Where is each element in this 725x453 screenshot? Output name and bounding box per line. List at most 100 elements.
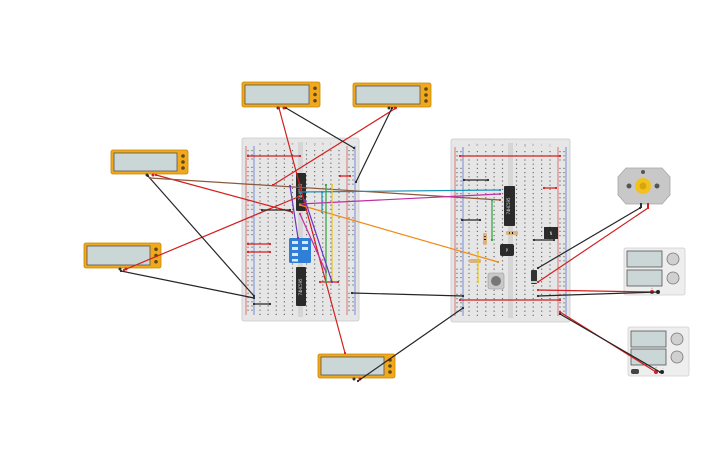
wire-purple[interactable] <box>289 185 299 239</box>
wire-endpoint[interactable] <box>458 154 462 158</box>
wire-endpoint[interactable] <box>252 296 256 300</box>
wire-endpoint[interactable] <box>298 154 302 158</box>
wire-endpoint[interactable] <box>462 178 466 182</box>
wire-endpoint[interactable] <box>390 106 394 110</box>
wire-endpoint[interactable] <box>268 242 272 246</box>
wire-magenta[interactable] <box>299 213 327 273</box>
wire-endpoint[interactable] <box>324 183 328 187</box>
wire-orange[interactable] <box>299 204 499 263</box>
wire-endpoint[interactable] <box>532 238 536 242</box>
wire-endpoint[interactable] <box>324 280 328 284</box>
wire-endpoint[interactable] <box>246 154 250 158</box>
wire-endpoint[interactable] <box>284 106 288 110</box>
wire-endpoint[interactable] <box>496 260 500 264</box>
dc-motor-icon[interactable] <box>617 167 671 208</box>
wire-magenta[interactable] <box>299 193 501 205</box>
wire-red[interactable] <box>278 107 346 354</box>
wire-black[interactable] <box>357 307 464 382</box>
resistors[interactable] <box>469 231 518 263</box>
wire-purple[interactable] <box>304 199 333 283</box>
pushbutton[interactable] <box>487 272 505 290</box>
wire-teal[interactable] <box>299 189 501 193</box>
wire-endpoint[interactable] <box>461 306 465 310</box>
wire-endpoint[interactable] <box>298 190 302 194</box>
wire-endpoint[interactable] <box>148 176 152 180</box>
wire-black[interactable] <box>355 107 393 183</box>
wire-endpoint[interactable] <box>558 310 562 314</box>
wire-endpoint[interactable] <box>536 288 540 292</box>
wire-endpoint[interactable] <box>330 183 334 187</box>
wire-endpoint[interactable] <box>460 218 464 222</box>
wire-endpoint[interactable] <box>260 208 264 212</box>
wire-endpoint[interactable] <box>303 198 307 202</box>
wire-endpoint[interactable] <box>498 192 502 196</box>
wire-endpoint[interactable] <box>658 370 662 374</box>
wire-endpoint[interactable] <box>498 198 502 202</box>
wire-endpoint[interactable] <box>119 269 123 273</box>
wire-endpoint[interactable] <box>486 178 490 182</box>
wire-endpoint[interactable] <box>330 280 334 284</box>
wire-endpoint[interactable] <box>558 154 562 158</box>
wire-endpoint[interactable] <box>277 106 281 110</box>
lcd-top-right-icon[interactable] <box>352 82 432 110</box>
wire-endpoint[interactable] <box>356 379 360 383</box>
wire-black[interactable] <box>537 291 659 297</box>
wire-endpoint[interactable] <box>122 268 126 272</box>
lcd-top-left-icon[interactable] <box>241 81 321 110</box>
wire-endpoint[interactable] <box>348 174 352 178</box>
diode[interactable] <box>531 270 537 284</box>
lcd-mid-left-icon[interactable] <box>110 149 189 177</box>
wire-endpoint[interactable] <box>298 203 302 207</box>
wire-endpoint[interactable] <box>318 280 322 284</box>
dip-switch-icon[interactable] <box>289 238 311 263</box>
wire-red[interactable] <box>537 207 649 283</box>
wire-red[interactable] <box>155 174 293 213</box>
wire-endpoint[interactable] <box>268 302 272 306</box>
wire-endpoint[interactable] <box>394 106 398 110</box>
wire-endpoint[interactable] <box>252 302 256 306</box>
wire-endpoint[interactable] <box>536 294 540 298</box>
wire-endpoint[interactable] <box>638 206 642 210</box>
wire-endpoint[interactable] <box>476 250 480 254</box>
wire-endpoint[interactable] <box>296 195 300 199</box>
wire-endpoint[interactable] <box>336 280 340 284</box>
wire-endpoint[interactable] <box>268 250 272 254</box>
wire-endpoint[interactable] <box>352 146 356 150</box>
wire-endpoint[interactable] <box>354 180 358 184</box>
wire-black[interactable] <box>559 313 661 373</box>
ic-left-lower[interactable]: 74HC595 <box>296 267 306 306</box>
wire-endpoint[interactable] <box>146 174 150 178</box>
ic-right[interactable]: 74HC595 <box>504 186 515 226</box>
power-supply-2-icon[interactable]: + - <box>627 326 690 377</box>
wire-endpoint[interactable] <box>554 186 558 190</box>
voltage-regulator[interactable]: P <box>500 244 514 256</box>
wire-endpoint[interactable] <box>320 190 324 194</box>
wire-endpoint[interactable] <box>290 210 294 214</box>
wire-endpoint[interactable] <box>252 294 256 298</box>
wire-endpoint[interactable] <box>498 188 502 192</box>
wire-endpoint[interactable] <box>246 250 250 254</box>
wire-endpoint[interactable] <box>558 298 562 302</box>
wire-endpoint[interactable] <box>646 206 650 210</box>
wire-endpoint[interactable] <box>536 280 540 284</box>
wire-black[interactable] <box>147 175 255 297</box>
wire-black[interactable] <box>285 107 355 149</box>
wire-endpoint[interactable] <box>478 218 482 222</box>
wire-endpoint[interactable] <box>246 242 250 246</box>
wire-endpoint[interactable] <box>476 280 480 284</box>
wire-endpoint[interactable] <box>154 173 158 177</box>
wire-red[interactable] <box>123 196 299 271</box>
npn-transistor[interactable]: N <box>544 227 558 239</box>
wire-endpoint[interactable] <box>458 298 462 302</box>
wire-endpoint[interactable] <box>656 290 660 294</box>
wire-endpoint[interactable] <box>490 238 494 242</box>
wire-endpoint[interactable] <box>461 294 465 298</box>
wire-endpoint[interactable] <box>298 212 302 216</box>
wire-red[interactable] <box>537 289 653 293</box>
lcd-low-left-icon[interactable] <box>83 242 162 271</box>
wire-endpoint[interactable] <box>558 312 562 316</box>
wire-endpoint[interactable] <box>288 208 292 212</box>
wire-endpoint[interactable] <box>654 370 658 374</box>
